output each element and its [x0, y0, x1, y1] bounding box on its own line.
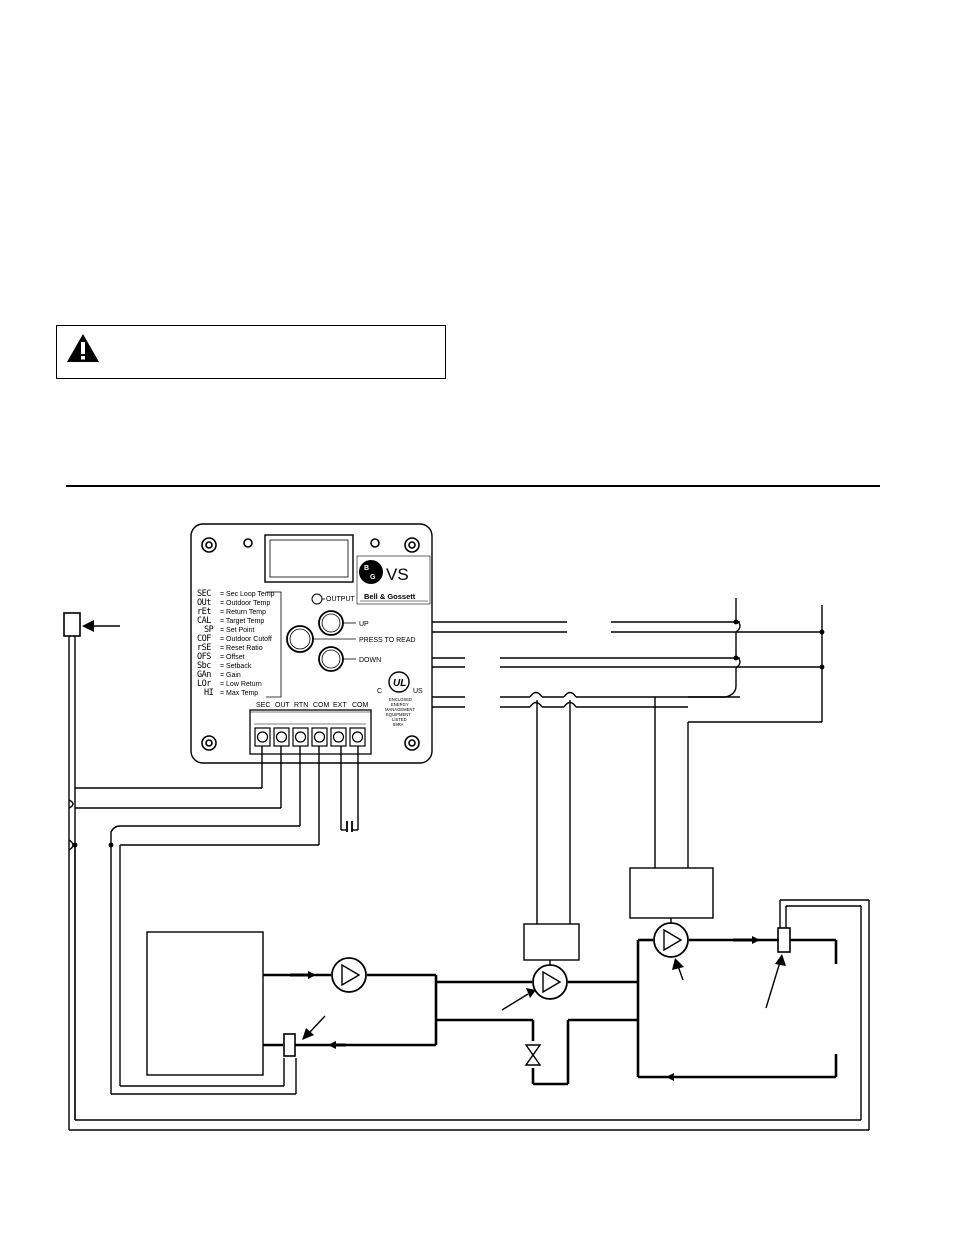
legend-code: CAL: [197, 616, 211, 626]
hydronic-piping: [146, 867, 838, 1086]
legend-text: = Gain: [220, 672, 241, 679]
svg-text:MANAGEMENT: MANAGEMENT: [385, 707, 415, 712]
bell-gossett-logo-icon: [359, 560, 383, 584]
legend-code: GAn: [197, 670, 211, 680]
brand-label: Bell & Gossett: [364, 592, 416, 601]
legend-code: HI: [204, 688, 214, 698]
svg-text:EQUIPMENT: EQUIPMENT: [386, 712, 411, 717]
up-button: [318, 610, 344, 636]
svg-text:G: G: [370, 574, 376, 581]
system-pump-relay: [629, 867, 714, 919]
output-led: [311, 593, 323, 605]
secondary-supply-sensor: [777, 927, 791, 953]
legend-code: OUt: [197, 598, 211, 608]
control-wiring: [432, 598, 823, 924]
legend-code: SP: [204, 625, 214, 635]
svg-text:UL: UL: [393, 678, 406, 689]
output-label: OUTPUT: [326, 596, 356, 603]
legend-text: = Max Temp: [220, 690, 258, 697]
legend-code: SEC: [197, 589, 211, 599]
legend-text: = Outdoor Cutoff: [220, 636, 272, 643]
boiler-return-sensor: [283, 1033, 296, 1057]
legend-text: = Setback: [220, 663, 252, 670]
down-label: DOWN: [359, 657, 381, 664]
ul-us-label: US: [413, 688, 423, 695]
pointer-arrows: [82, 620, 786, 1040]
legend-text: = Offset: [220, 654, 245, 661]
flow-arrows: [290, 936, 760, 1081]
legend-code: rEt: [197, 607, 211, 617]
press-to-read-knob: [286, 625, 314, 653]
outdoor-sensor: [63, 612, 81, 637]
legend-code: rSE: [197, 643, 211, 653]
boiler-pump: [331, 957, 367, 993]
boiler: [146, 931, 264, 1076]
terminal-label-rtn: RTN: [294, 702, 308, 709]
injection-pump-relay: [523, 923, 580, 961]
legend-code: COF: [197, 634, 211, 644]
warning-box: [56, 325, 446, 379]
terminal-block: [249, 709, 372, 755]
injection-pump: [532, 964, 568, 1000]
svg-text:59RA: 59RA: [393, 722, 404, 727]
legend-text: = Target Temp: [220, 618, 264, 625]
svg-text:LISTED: LISTED: [392, 717, 407, 722]
ul-listing-icon: [388, 671, 410, 693]
terminal-label-sec: SEC: [256, 702, 270, 709]
legend-code: LOr: [197, 679, 211, 689]
terminal-label-out: OUT: [275, 702, 291, 709]
up-label: UP: [359, 621, 369, 628]
legend-text: = Outdoor Temp: [220, 600, 270, 607]
ul-canada-label: C: [377, 688, 382, 695]
terminal-label-com-2: COM: [352, 702, 369, 709]
down-button: [318, 646, 344, 672]
wire-junctions: [72, 619, 825, 848]
svg-text:B: B: [364, 565, 369, 572]
system-pump: [653, 922, 689, 958]
display-window: [264, 534, 354, 583]
model-label: VS: [386, 565, 409, 584]
terminal-screws: [254, 723, 366, 747]
section-divider: [66, 485, 880, 487]
controller-text: B G VS Bell & Gossett OUTPUT UP PRESS TO…: [197, 560, 423, 727]
svg-text:ENERGY: ENERGY: [391, 702, 409, 707]
sensor-wiring: [63, 612, 870, 1131]
legend-text: = Reset Ratio: [220, 645, 263, 652]
legend-code: Sbc: [197, 661, 211, 671]
svg-text:ENCLOSED: ENCLOSED: [389, 697, 412, 702]
warning-triangle-icon: [67, 334, 99, 362]
press-to-read-label: PRESS TO READ: [359, 637, 416, 644]
terminal-label-ext: EXT: [333, 702, 347, 709]
balancing-valve: [524, 1044, 542, 1057]
legend-code: OFS: [197, 652, 211, 662]
terminal-label-com: COM: [313, 702, 330, 709]
controller-panel: [190, 523, 433, 764]
legend-text: = Low Return: [220, 681, 262, 688]
legend-text: = Sec Loop Temp: [220, 591, 275, 598]
legend-text: = Return Temp: [220, 609, 266, 616]
legend-text: = Set Point: [220, 627, 254, 634]
